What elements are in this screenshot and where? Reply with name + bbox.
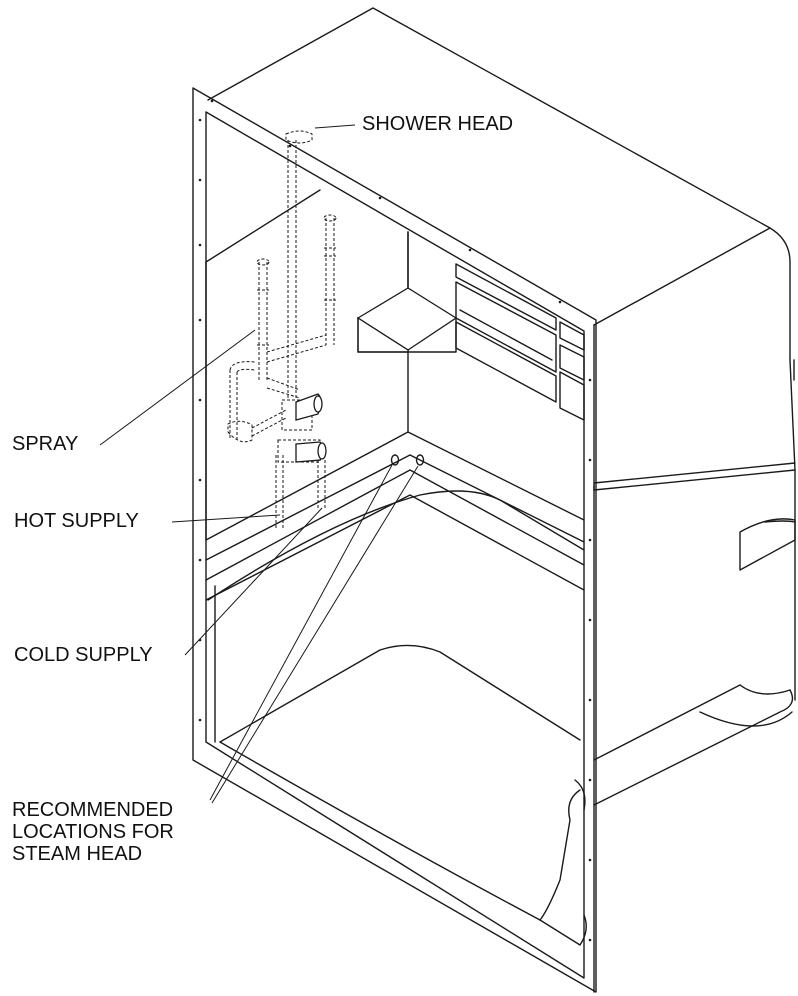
label-steam-head-line2: LOCATIONS FOR bbox=[12, 821, 174, 843]
leader-steam-head-b bbox=[211, 465, 419, 804]
label-spray: SPRAY bbox=[12, 433, 79, 455]
flange-screws bbox=[198, 99, 592, 942]
label-steam-head-line3: STEAM HEAD bbox=[12, 843, 143, 865]
leader-steam-head-a bbox=[209, 464, 393, 801]
rear-wall-panels bbox=[455, 263, 585, 421]
leader-shower-head bbox=[314, 124, 356, 129]
corner-shelf bbox=[356, 231, 458, 353]
leader-spray bbox=[99, 329, 256, 446]
interior-walls bbox=[205, 189, 587, 946]
label-shower-head: SHOWER HEAD bbox=[362, 113, 514, 135]
enclosure-shell bbox=[207, 7, 796, 993]
front-flange bbox=[192, 87, 597, 993]
label-hot-supply: HOT SUPPLY bbox=[14, 510, 139, 532]
leader-lines bbox=[99, 124, 419, 804]
label-steam-head-line1: RECOMMENDED bbox=[12, 799, 174, 821]
hidden-plumbing bbox=[227, 130, 337, 530]
steam-head-openings bbox=[390, 454, 425, 466]
leader-cold-supply bbox=[184, 507, 323, 656]
label-cold-supply: COLD SUPPLY bbox=[14, 644, 153, 666]
leader-hot-supply bbox=[171, 514, 281, 523]
